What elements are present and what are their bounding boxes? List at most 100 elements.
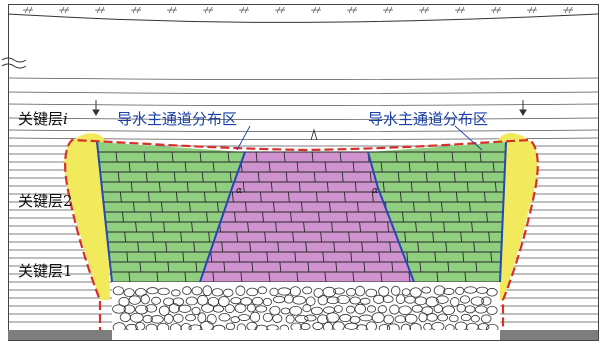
rubble-stone bbox=[433, 285, 446, 296]
block-joint-line bbox=[147, 191, 150, 203]
rubble-stone bbox=[218, 313, 231, 322]
rubble-stone bbox=[294, 314, 309, 324]
rubble-stone bbox=[404, 313, 418, 324]
block-joint-line bbox=[440, 201, 443, 213]
block-joint-line bbox=[359, 221, 362, 233]
key-layer-i-label: 关键层i bbox=[18, 110, 68, 128]
zone-label-right: 导水主通道分布区 bbox=[368, 110, 488, 128]
angle-label-right: α bbox=[372, 186, 378, 196]
rubble-stone bbox=[157, 287, 170, 296]
block-joint-line bbox=[132, 201, 135, 213]
block-joint-line bbox=[389, 241, 392, 253]
rubble-stone bbox=[234, 303, 247, 314]
block-joint-line bbox=[203, 191, 206, 203]
block-joint-line bbox=[184, 161, 187, 173]
block-joint-line bbox=[173, 171, 176, 183]
rubble-stone bbox=[277, 287, 292, 296]
block-joint-line bbox=[432, 231, 435, 243]
block-joint-line bbox=[490, 251, 493, 263]
vegetation-mark bbox=[383, 6, 393, 14]
rubble-stone bbox=[450, 297, 460, 307]
block-joint-line bbox=[119, 191, 122, 203]
rubble-stone bbox=[373, 294, 385, 304]
block-joint-line bbox=[251, 261, 254, 273]
rubble-stone bbox=[151, 296, 161, 305]
block-joint-line bbox=[408, 161, 411, 173]
block-joint-line bbox=[462, 251, 465, 263]
block-joint-line bbox=[193, 241, 196, 253]
block-joint-line bbox=[255, 151, 258, 163]
block-joint-line bbox=[262, 211, 264, 223]
vegetation-mark bbox=[419, 6, 429, 14]
rubble-stone bbox=[486, 305, 498, 315]
rubble-stone bbox=[292, 295, 306, 305]
block-joint-line bbox=[331, 221, 334, 233]
rubble-stone bbox=[394, 315, 407, 324]
rubble-stone bbox=[134, 288, 147, 297]
stratum-line bbox=[7, 103, 599, 106]
block-joint-line bbox=[130, 181, 133, 193]
angle-label-left: α bbox=[236, 186, 242, 196]
block-joint-line bbox=[184, 271, 187, 283]
block-joint-line bbox=[214, 181, 217, 193]
block-joint-line bbox=[268, 271, 271, 283]
block-joint-line bbox=[415, 221, 418, 233]
block-joint-line bbox=[259, 191, 262, 203]
block-joint-line bbox=[460, 231, 463, 243]
vegetation-mark bbox=[563, 6, 573, 14]
block-joint-line bbox=[167, 261, 170, 273]
pink-caved-zone bbox=[200, 152, 414, 282]
block-joint-line bbox=[380, 161, 383, 173]
block-joint-line bbox=[229, 171, 232, 183]
rubble-stone bbox=[398, 305, 412, 315]
block-joint-line bbox=[264, 231, 267, 243]
vegetation-mark bbox=[311, 6, 321, 14]
stratum-line bbox=[7, 129, 599, 132]
block-joint-line bbox=[165, 241, 168, 253]
block-joint-line bbox=[328, 201, 331, 213]
rubble-stone bbox=[238, 314, 251, 321]
rubble-stone bbox=[366, 305, 377, 313]
rubble-stone bbox=[218, 296, 230, 307]
block-joint-line bbox=[408, 271, 411, 283]
block-joint-line bbox=[257, 171, 260, 183]
block-joint-line bbox=[486, 211, 488, 223]
rubble-stone bbox=[421, 306, 434, 315]
rubble-stone bbox=[449, 314, 459, 323]
rubble-stone bbox=[481, 296, 492, 306]
rubble-stone bbox=[409, 287, 422, 298]
rubble-stone bbox=[325, 312, 340, 323]
rubble-stone bbox=[112, 304, 126, 314]
block-joint-line bbox=[124, 231, 127, 243]
block-joint-line bbox=[191, 221, 194, 233]
rubble-stone bbox=[344, 322, 359, 330]
block-joint-line bbox=[158, 181, 161, 193]
blue-boundary-right bbox=[367, 151, 415, 283]
block-joint-line bbox=[311, 151, 314, 163]
block-joint-line bbox=[201, 171, 204, 183]
block-joint-line bbox=[423, 151, 426, 163]
stratum-line bbox=[7, 117, 599, 120]
block-joint-line bbox=[296, 161, 299, 173]
block-joint-line bbox=[126, 251, 129, 263]
block-joint-line bbox=[290, 211, 292, 223]
rubble-stone bbox=[339, 314, 352, 323]
block-joint-line bbox=[417, 241, 420, 253]
rubble-stone bbox=[302, 304, 312, 313]
rubble-stone bbox=[481, 314, 492, 324]
rubble-stone bbox=[310, 306, 323, 315]
block-joint-line bbox=[300, 201, 303, 213]
rubble-stone bbox=[249, 311, 261, 323]
block-joint-line bbox=[303, 221, 306, 233]
block-joint-line bbox=[455, 191, 458, 203]
block-joint-line bbox=[171, 151, 174, 163]
block-joint-line bbox=[128, 161, 131, 173]
block-joint-line bbox=[399, 191, 402, 203]
rubble-stone bbox=[435, 295, 449, 304]
block-joint-line bbox=[238, 251, 241, 263]
block-joint-line bbox=[268, 161, 271, 173]
block-joint-line bbox=[236, 231, 239, 243]
rubble-stone bbox=[211, 288, 224, 297]
rubble-stone bbox=[112, 286, 124, 296]
block-joint-line bbox=[223, 261, 226, 273]
